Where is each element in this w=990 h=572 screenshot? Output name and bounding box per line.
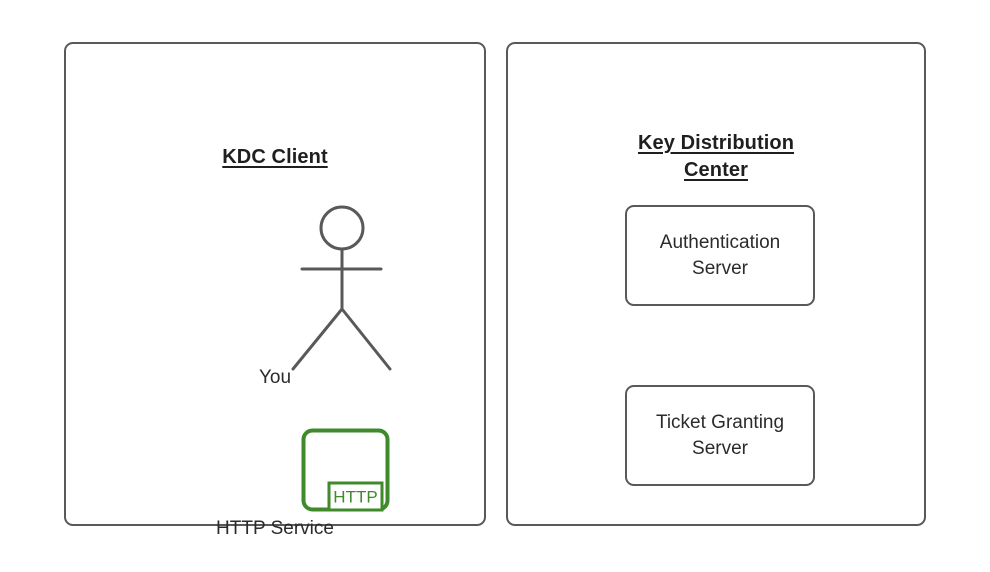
- node-label-ticket-granting-server: Ticket Granting Server: [655, 411, 785, 459]
- node-ticket-granting-server[interactable]: Ticket Granting Server: [625, 385, 815, 486]
- panel-title-key-distribution-center: Key Distribution Center: [637, 132, 795, 181]
- node-label-http-service: HTTP Service: [216, 518, 334, 539]
- stick-figure-actor-icon[interactable]: [280, 199, 405, 379]
- node-authentication-server[interactable]: Authentication Server: [625, 205, 815, 306]
- panel-kdc-client[interactable]: KDC Client You: [64, 42, 486, 539]
- node-label-authentication-server: Authentication Server: [659, 231, 781, 279]
- actor-label-you: You: [258, 367, 292, 388]
- http-badge-label: HTTP: [333, 488, 377, 507]
- http-service-icon[interactable]: HTTP: [296, 423, 392, 517]
- panel-title-kdc-client: KDC Client: [222, 146, 328, 168]
